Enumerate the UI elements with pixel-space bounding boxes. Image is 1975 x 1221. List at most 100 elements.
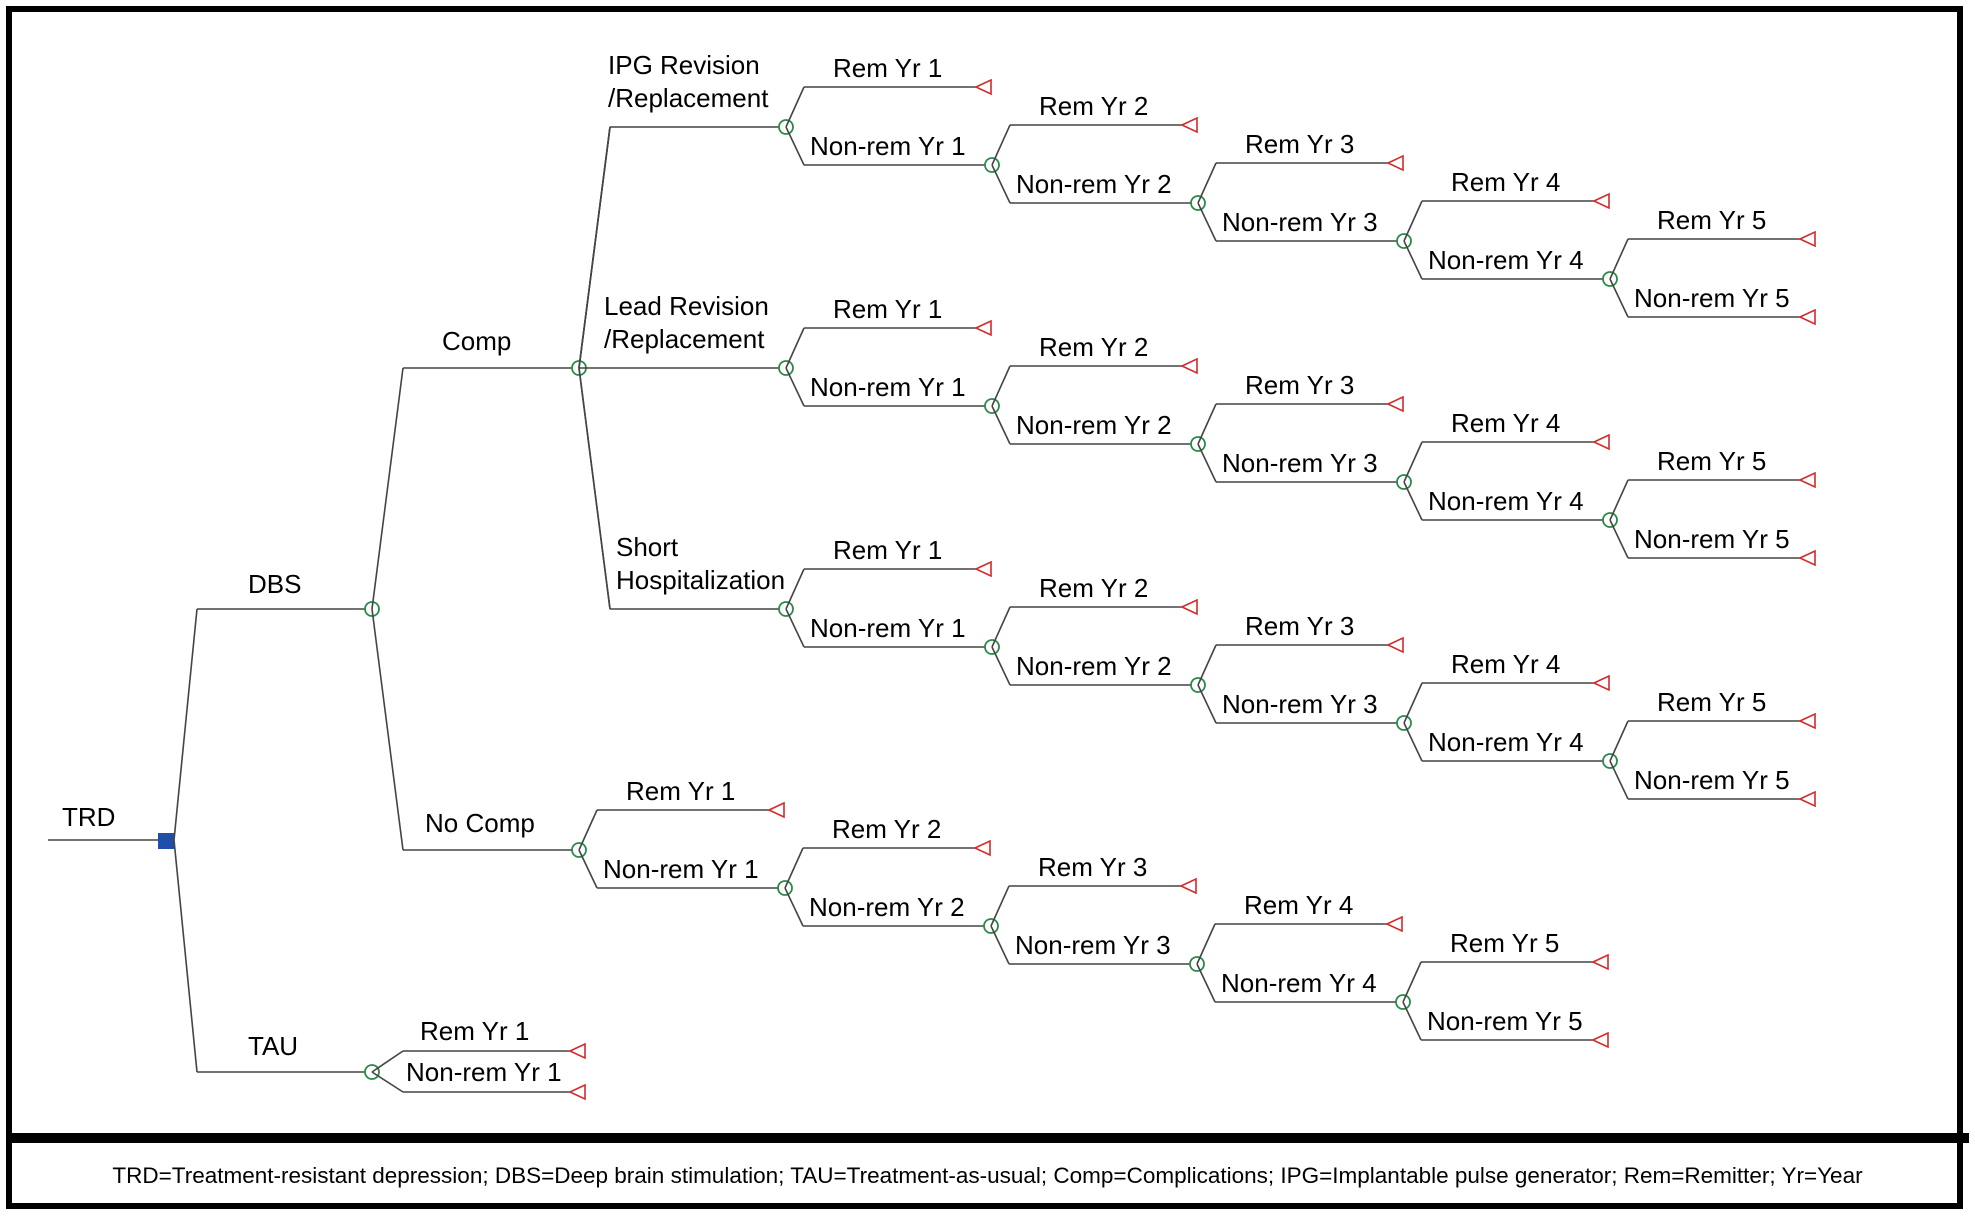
terminal-node [1798,471,1816,489]
branch-line [785,126,805,166]
non-remission-label: Non-rem Yr 1 [810,131,966,161]
terminal-node [974,560,992,578]
branch-line [1197,202,1217,242]
non-remission-label: Non-rem Yr 2 [1016,410,1172,440]
branch-line [1402,1001,1422,1041]
terminal-node [1386,154,1404,172]
remission-label: Rem Yr 4 [1451,167,1560,197]
non-remission-label: Non-rem Yr 5 [1427,1006,1583,1036]
remission-label: Rem Yr 3 [1245,611,1354,641]
complication-label: IPG Revision [608,50,760,80]
decision-node [158,833,174,849]
remission-label: Rem Yr 2 [1039,91,1148,121]
branch-line [785,608,805,648]
branch-line [1609,479,1629,521]
terminal-node [1798,308,1816,326]
branch-line [578,367,611,610]
non-remission-label: Non-rem Yr 2 [1016,651,1172,681]
branch-line [371,608,404,851]
non-remission-label: Non-rem Yr 5 [1634,283,1790,313]
remission-label: Rem Yr 4 [1244,890,1353,920]
terminal-node [1798,712,1816,730]
terminal-node [568,1083,586,1101]
terminal-node [974,78,992,96]
tau-non-remission-label: Non-rem Yr 1 [406,1057,562,1087]
comp-label: Comp [442,326,511,356]
complication-label: Short [616,532,679,562]
non-remission-label: Non-rem Yr 4 [1428,245,1584,275]
figure-frame [6,6,1963,1209]
remission-label: Rem Yr 2 [1039,332,1148,362]
branch-line [173,608,198,841]
branch-line [991,606,1011,648]
remission-label: Rem Yr 5 [1657,205,1766,235]
terminal-node [1591,1031,1609,1049]
complication-label: Lead Revision [604,291,769,321]
remission-label: Rem Yr 2 [1039,573,1148,603]
branch-line [1403,722,1423,762]
branch-line [1403,240,1423,280]
branch-line [173,839,198,1073]
branch-line [1403,682,1423,724]
branch-line [990,885,1010,927]
non-remission-label: Non-rem Yr 3 [1222,448,1378,478]
remission-label: Rem Yr 3 [1245,129,1354,159]
branch-line [785,86,805,128]
remission-label: Rem Yr 1 [833,294,942,324]
terminal-node [1180,357,1198,375]
non-remission-label: Non-rem Yr 5 [1634,765,1790,795]
treatment-label-tau: TAU [248,1031,298,1061]
branch-line [990,925,1010,965]
legend-divider [6,1133,1969,1143]
non-remission-label: Non-rem Yr 3 [1015,930,1171,960]
non-remission-label: Non-rem Yr 2 [809,892,965,922]
remission-label: Rem Yr 1 [626,776,735,806]
branch-line [991,405,1011,445]
branch-line [1403,441,1423,483]
branch-line [1609,720,1629,762]
branch-line [991,646,1011,686]
branch-line [578,809,598,851]
remission-label: Rem Yr 3 [1038,852,1147,882]
non-remission-label: Non-rem Yr 4 [1428,727,1584,757]
terminal-node [568,1042,586,1060]
terminal-node [1179,877,1197,895]
terminal-node [1385,915,1403,933]
branch-line [371,1071,404,1093]
treatment-label-dbs: DBS [248,569,301,599]
branch-line [991,365,1011,407]
branch-line [991,124,1011,166]
branch-line [371,367,404,610]
complication-label: /Replacement [608,83,769,113]
terminal-node [1798,790,1816,808]
branch-line [785,367,805,407]
remission-label: Rem Yr 5 [1450,928,1559,958]
branch-line [371,1050,404,1073]
branch-line [1197,684,1217,724]
terminal-node [1386,636,1404,654]
branch-line [1609,519,1629,559]
remission-label: Rem Yr 1 [833,535,942,565]
no-comp-label: No Comp [425,808,535,838]
terminal-node [1386,395,1404,413]
terminal-node [1592,674,1610,692]
non-remission-label: Non-rem Yr 5 [1634,524,1790,554]
terminal-node [1591,953,1609,971]
branch-line [1403,481,1423,521]
terminal-node [1798,230,1816,248]
terminal-node [1592,192,1610,210]
terminal-node [1180,116,1198,134]
terminal-node [973,839,991,857]
complication-label: /Replacement [604,324,765,354]
non-remission-label: Non-rem Yr 1 [810,372,966,402]
non-remission-label: Non-rem Yr 4 [1428,486,1584,516]
branch-line [1609,760,1629,800]
remission-label: Rem Yr 3 [1245,370,1354,400]
terminal-node [1798,549,1816,567]
branch-line [1196,923,1216,965]
branch-line [1197,644,1217,686]
branch-line [1197,162,1217,204]
remission-label: Rem Yr 4 [1451,408,1560,438]
non-remission-label: Non-rem Yr 4 [1221,968,1377,998]
